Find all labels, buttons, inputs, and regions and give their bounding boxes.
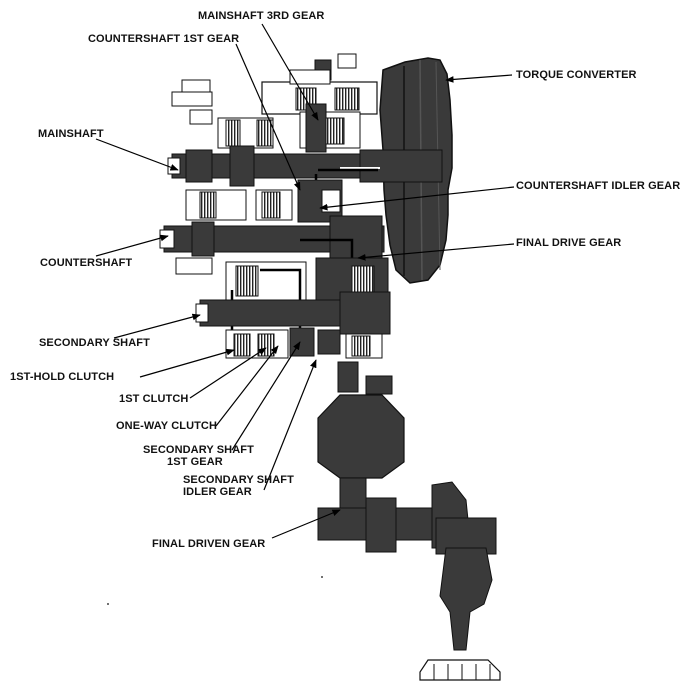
label-secondary-shaft-idler-gear-line2: IDLER GEAR bbox=[183, 486, 252, 498]
label-mainshaft: MAINSHAFT bbox=[38, 128, 104, 140]
label-secondary-shaft-idler-gear-line1: SECONDARY SHAFT bbox=[183, 474, 294, 486]
leader-lines bbox=[95, 23, 515, 539]
middle-gear-cluster bbox=[185, 179, 343, 223]
label-secondary-shaft-1st-gear-line1: SECONDARY SHAFT bbox=[143, 444, 254, 456]
label-1st-hold-clutch: 1ST-HOLD CLUTCH bbox=[10, 371, 115, 383]
label-countershaft: COUNTERSHAFT bbox=[40, 257, 133, 269]
label-one-way-clutch: ONE-WAY CLUTCH bbox=[116, 420, 218, 432]
differential-assembly bbox=[317, 361, 501, 681]
label-secondary-shaft: SECONDARY SHAFT bbox=[39, 337, 150, 349]
label-mainshaft-3rd-gear: MAINSHAFT 3RD GEAR bbox=[198, 10, 325, 22]
label-countershaft-idler-gear: COUNTERSHAFT IDLER GEAR bbox=[516, 180, 681, 192]
label-countershaft-1st-gear: COUNTERSHAFT 1ST GEAR bbox=[88, 33, 240, 45]
label-torque-converter: TORQUE CONVERTER bbox=[516, 69, 637, 81]
label-final-drive-gear: FINAL DRIVE GEAR bbox=[516, 237, 622, 249]
label-secondary-shaft-1st-gear: SECONDARY SHAFT 1ST GEAR bbox=[143, 444, 254, 468]
label-secondary-shaft-idler-gear: SECONDARY SHAFT IDLER GEAR bbox=[183, 474, 294, 498]
label-final-driven-gear: FINAL DRIVEN GEAR bbox=[152, 538, 266, 550]
label-secondary-shaft-1st-gear-line2: 1ST GEAR bbox=[167, 456, 223, 468]
upper-housing bbox=[171, 53, 378, 153]
secondary-shaft-shape bbox=[195, 291, 391, 359]
label-1st-clutch: 1ST CLUTCH bbox=[119, 393, 189, 405]
scan-specks bbox=[107, 576, 323, 605]
